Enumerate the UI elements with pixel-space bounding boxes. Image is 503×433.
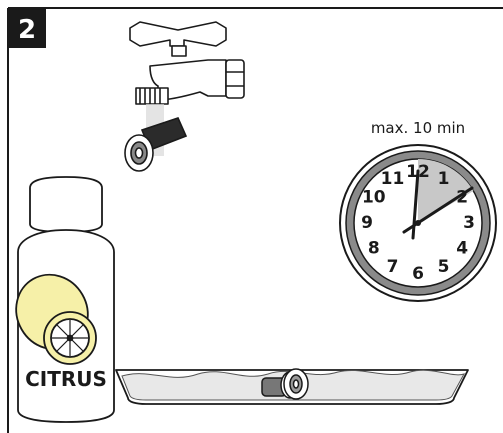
nozzle-soaking-icon bbox=[261, 368, 309, 400]
citrus-bottle-icon: CITRUS bbox=[15, 176, 115, 423]
clock-number: 1 bbox=[438, 169, 450, 189]
clock-number: 11 bbox=[381, 169, 405, 189]
clock-icon: max. 10 min 121234567891011 bbox=[339, 119, 497, 302]
clock-number: 5 bbox=[438, 257, 450, 277]
bottle-label: CITRUS bbox=[25, 367, 107, 391]
faucet-threads bbox=[135, 87, 169, 105]
nozzle-icon bbox=[124, 117, 188, 172]
clock-number: 9 bbox=[361, 213, 373, 233]
clock-number: 8 bbox=[368, 239, 380, 259]
step-badge: 2 bbox=[8, 8, 46, 48]
clock-time-label: max. 10 min bbox=[371, 119, 465, 137]
clock-number: 4 bbox=[456, 239, 468, 259]
step-number: 2 bbox=[18, 15, 36, 45]
clock-number: 6 bbox=[412, 264, 424, 284]
clock-time-segment bbox=[418, 159, 474, 223]
soak-tray-icon bbox=[115, 368, 469, 405]
lemon-icon bbox=[15, 273, 97, 365]
clock-number: 7 bbox=[387, 257, 399, 277]
clock-numerals: 121234567891011 bbox=[361, 162, 475, 284]
clock-number: 3 bbox=[463, 213, 475, 233]
clock-number: 10 bbox=[362, 188, 386, 208]
faucet-icon bbox=[129, 21, 245, 105]
clock-hour-hand bbox=[411, 169, 420, 240]
clock-number: 2 bbox=[456, 188, 468, 208]
